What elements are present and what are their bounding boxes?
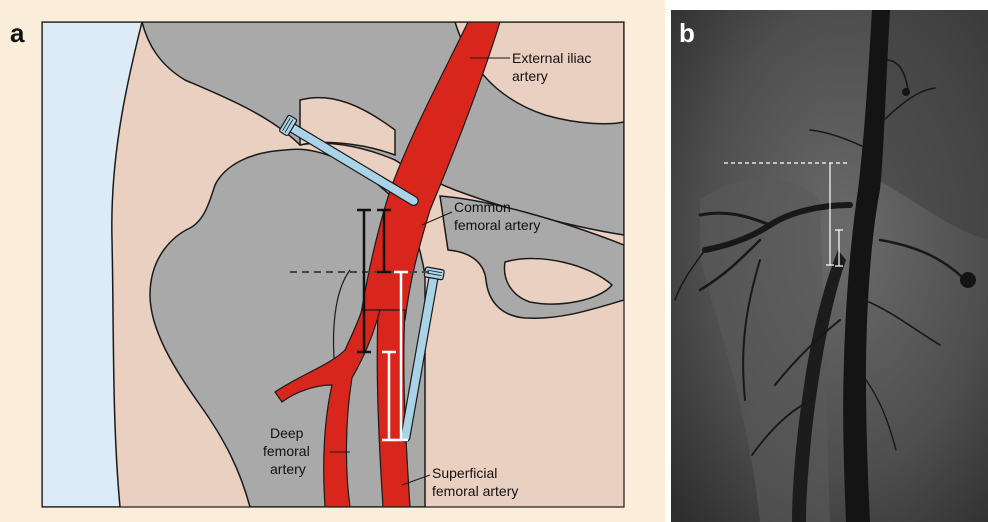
panel-a-letter: a (10, 18, 25, 48)
panel-b: b (671, 10, 988, 522)
vessel-blush (960, 272, 976, 288)
panel-b-letter: b (679, 18, 695, 48)
panel-a: a (0, 0, 665, 522)
panel-a-illustration: External iliac artery Common femoral art… (42, 22, 624, 507)
angiogram (671, 10, 988, 522)
vessel-blush-small (902, 88, 910, 96)
